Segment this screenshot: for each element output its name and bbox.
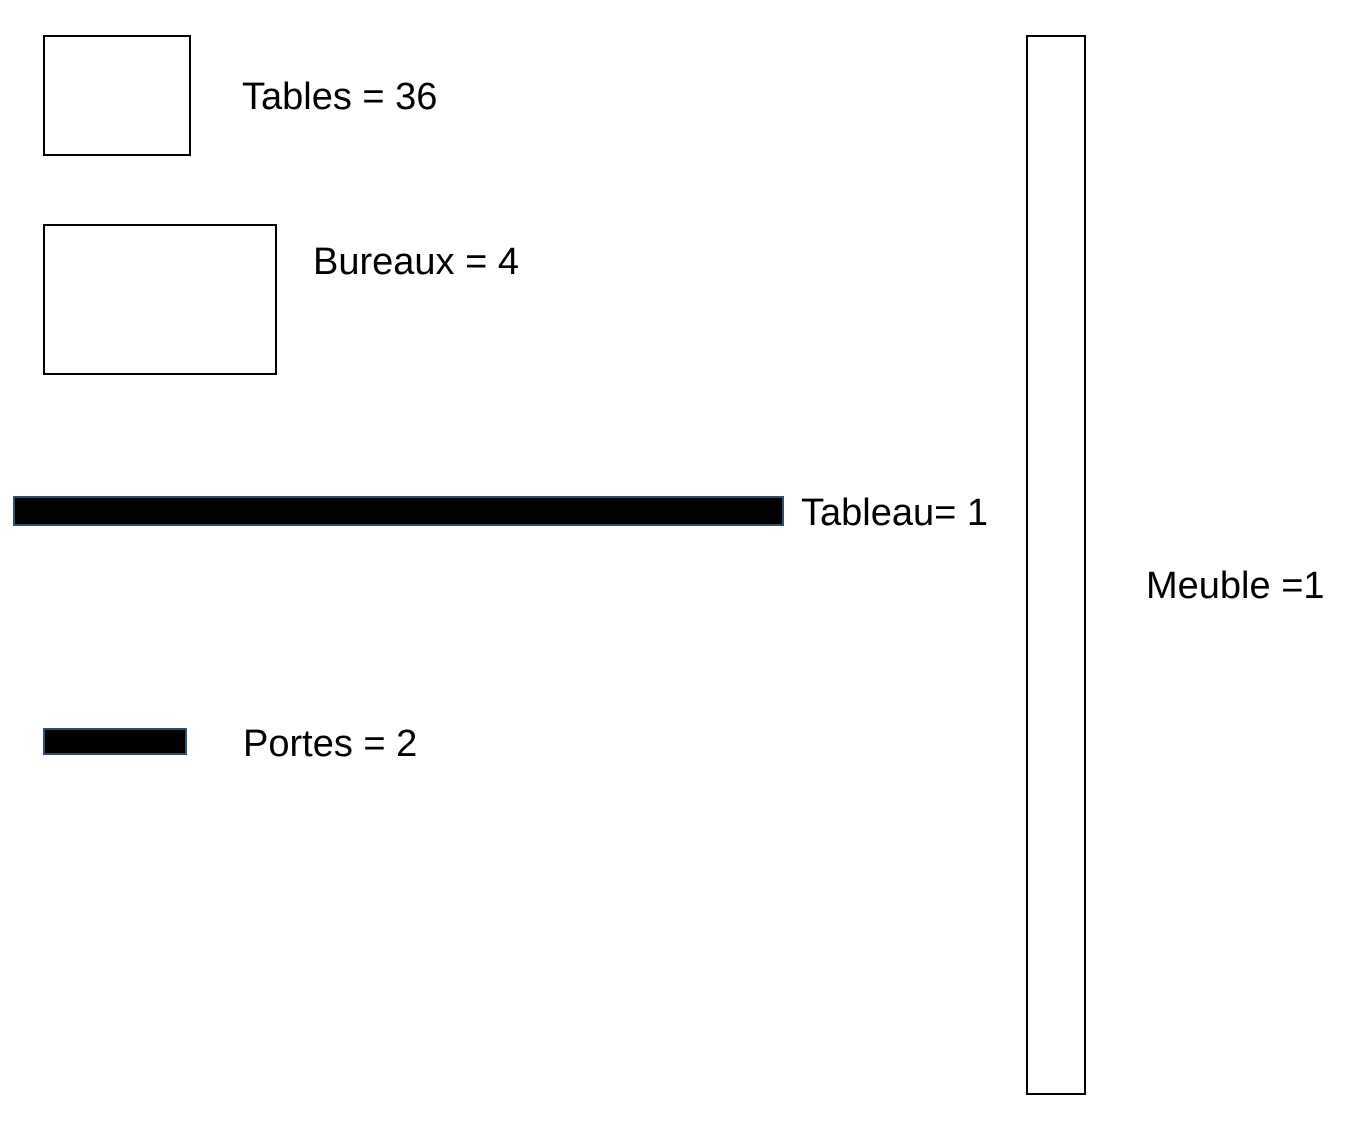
tables-rectangle	[43, 35, 191, 156]
portes-bar	[43, 728, 187, 755]
bureaux-rectangle	[43, 224, 277, 375]
meuble-rectangle	[1026, 35, 1086, 1095]
meuble-label: Meuble =1	[1146, 565, 1325, 607]
tableau-label: Tableau= 1	[801, 492, 988, 534]
bureaux-label: Bureaux = 4	[313, 241, 519, 283]
tables-label: Tables = 36	[242, 76, 438, 118]
portes-label: Portes = 2	[243, 723, 418, 765]
tableau-bar	[13, 496, 784, 526]
